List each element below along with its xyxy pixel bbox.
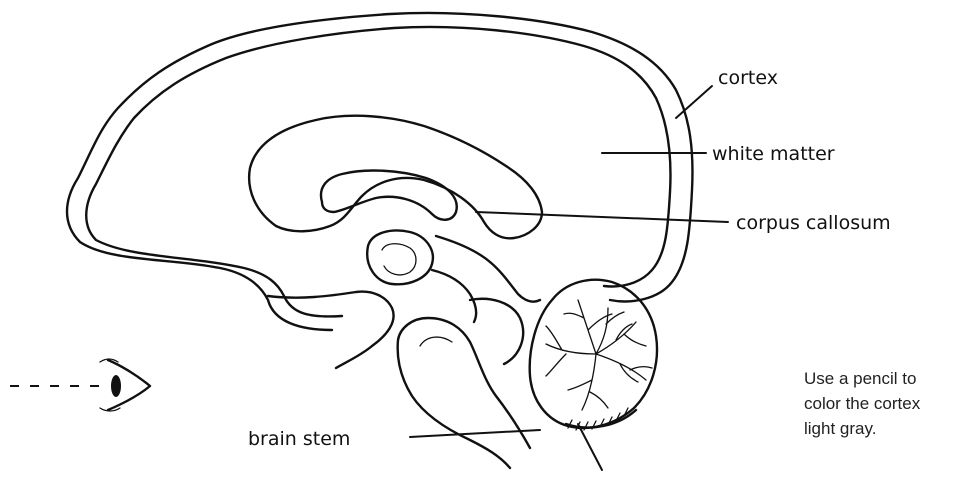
instruction-line-1: Use a pencil to	[804, 366, 969, 391]
label-white-matter: white matter	[712, 143, 835, 165]
thalamus-inner	[382, 244, 416, 275]
label-brain-stem: brain stem	[248, 428, 350, 450]
pons-outline	[470, 299, 523, 364]
corpus-callosum-inner	[321, 171, 457, 220]
instruction-text: Use a pencil to color the cortex light g…	[804, 366, 969, 441]
label-corpus-callosum: corpus callosum	[736, 212, 891, 234]
midbrain-outline	[432, 236, 540, 322]
brain-stem-pointer	[578, 424, 602, 470]
eye-iris	[111, 375, 121, 397]
brain-stem-inner	[420, 337, 452, 346]
instruction-line-3: light gray.	[804, 416, 969, 441]
corpus-callosum-outer	[249, 116, 542, 239]
eye-icon	[10, 359, 150, 411]
cerebellum-folia	[546, 300, 652, 410]
instruction-line-2: color the cortex	[804, 391, 969, 416]
thalamus-outline	[367, 231, 433, 285]
label-cortex: cortex	[718, 67, 778, 89]
brain-stem-outline	[398, 318, 530, 468]
